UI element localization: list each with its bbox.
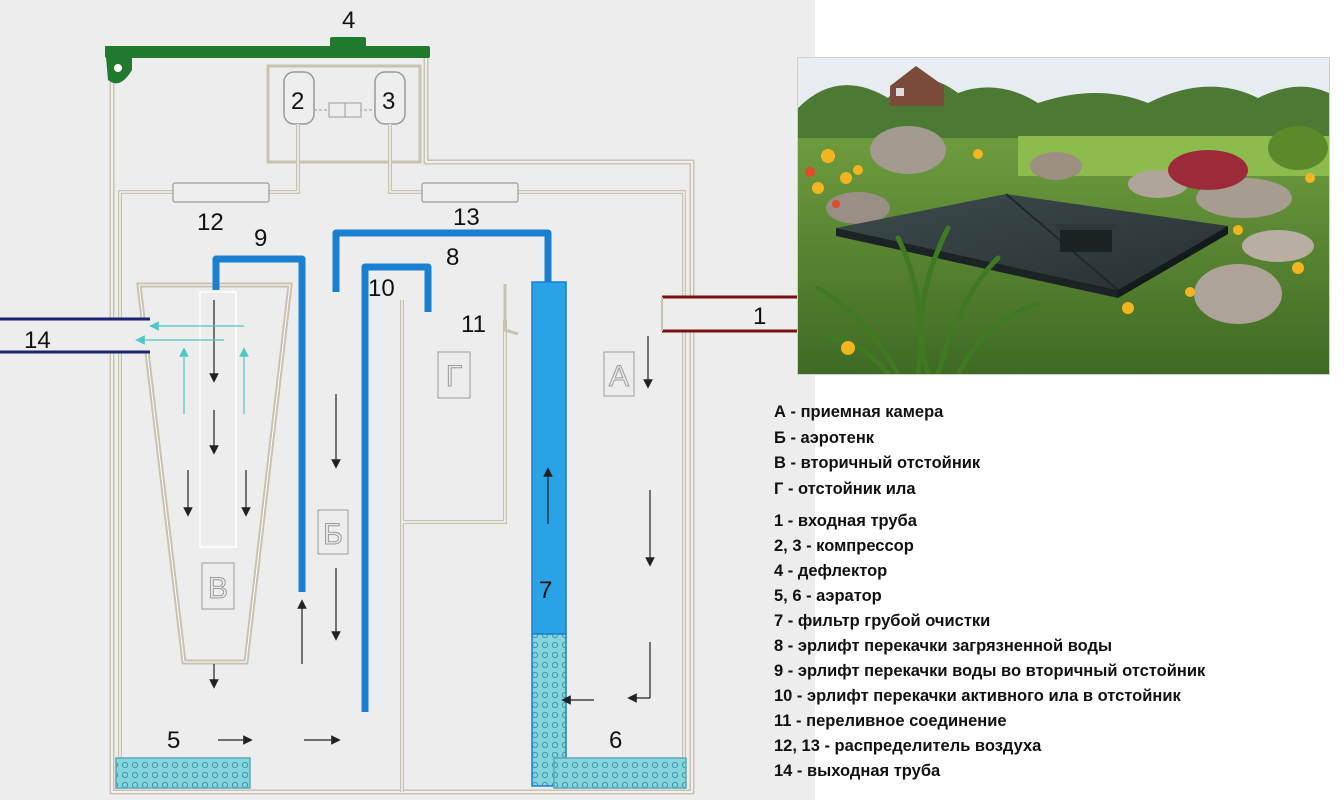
label-12: 12 [197, 209, 224, 236]
label-14: 14 [24, 327, 51, 354]
inlet-pipe [661, 295, 800, 333]
legend-item-1: 1 - входная труба [774, 512, 917, 530]
svg-text:А: А [609, 360, 629, 393]
air-distributor-12 [172, 182, 270, 203]
compressor-housing [266, 64, 422, 164]
outlet-pipe [0, 317, 150, 354]
label-2: 2 [291, 88, 304, 115]
label-11: 11 [461, 311, 486, 338]
legend-gap [774, 502, 1334, 509]
legend-item-7: 7 - фильтр грубой очистки [774, 612, 991, 630]
label-3: 3 [382, 88, 395, 115]
legend: А - приемная камера Б - аэротенк В - вто… [774, 400, 1334, 784]
coarse-filter [531, 281, 567, 787]
legend-item-12-13: 12, 13 - распределитель воздуха [774, 737, 1042, 755]
air-distributor-13 [421, 182, 519, 203]
legend-zone-g: Г - отстойник ила [774, 479, 916, 498]
label-1: 1 [753, 303, 766, 330]
label-8: 8 [446, 244, 459, 271]
label-13: 13 [453, 204, 480, 231]
airlift-8 [332, 229, 552, 292]
legend-item-14: 14 - выходная труба [774, 762, 941, 780]
zone-a: А [603, 351, 635, 397]
septic-tank-diagram: А Б В Г 1 2 3 4 5 6 7 8 9 10 11 12 13 14 [0, 0, 815, 800]
legend-zone-a: А - приемная камера [774, 403, 944, 421]
label-7: 7 [539, 577, 552, 604]
airlift-10 [361, 263, 432, 712]
label-10: 10 [368, 275, 395, 302]
aerator-5 [115, 757, 251, 789]
airlift-9 [212, 255, 306, 592]
clean-water-arrows [135, 321, 249, 414]
zone-b: Б [317, 509, 349, 555]
label-9: 9 [254, 225, 267, 252]
zone-g: Г [437, 351, 471, 399]
overflow-connection [503, 284, 519, 336]
legend-zone-b: Б - аэротенк [774, 428, 875, 447]
legend-item-11: 11 - переливное соединение [774, 712, 1007, 730]
svg-text:В: В [208, 572, 228, 605]
deflector [330, 37, 366, 47]
label-4: 4 [342, 7, 355, 34]
legend-item-2-3: 2, 3 - компрессор [774, 537, 914, 555]
legend-item-5-6: 5, 6 - аэратор [774, 587, 882, 605]
compressor-link [314, 102, 375, 118]
installed-tank-photo [797, 57, 1330, 375]
flow-arrows [183, 300, 655, 745]
svg-text:Г: Г [446, 360, 462, 393]
zone-v: В [201, 562, 235, 610]
legend-item-9: 9 - эрлифт перекачки воды во вторичный о… [774, 662, 1206, 680]
diagram-svg: А Б В Г 1 2 3 4 5 6 7 8 9 10 11 12 13 14 [0, 7, 800, 795]
svg-text:Б: Б [323, 518, 343, 551]
legend-item-10: 10 - эрлифт перекачки активного ила в от… [774, 687, 1181, 705]
secondary-clarifier [136, 282, 293, 665]
legend-item-4: 4 - дефлектор [774, 562, 888, 580]
label-5: 5 [167, 727, 180, 754]
lid [105, 37, 430, 84]
garden-illustration [798, 58, 1329, 374]
aerator-6 [553, 757, 687, 789]
legend-item-8: 8 - эрлифт перекачки загрязненной воды [774, 637, 1113, 655]
legend-zone-v: В - вторичный отстойник [774, 454, 981, 472]
label-6: 6 [609, 727, 622, 754]
